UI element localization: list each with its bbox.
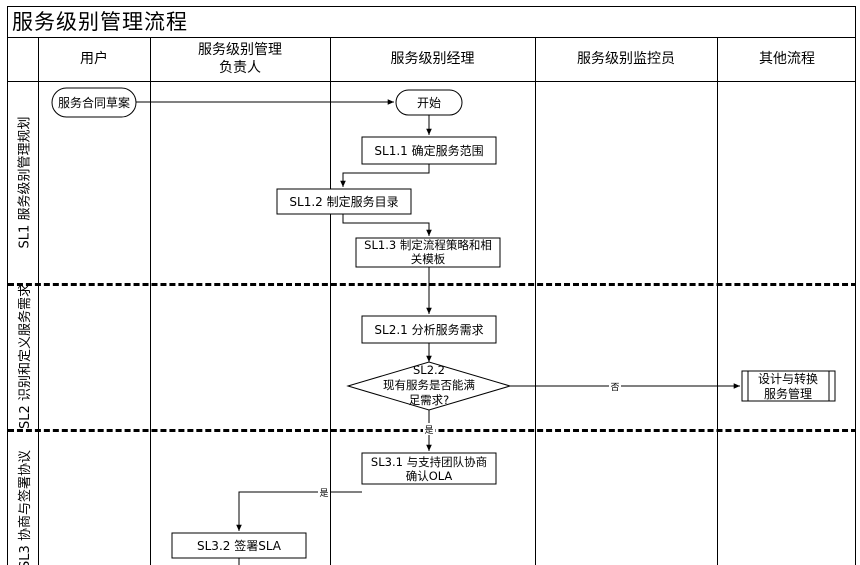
lane-divider-owner-manager xyxy=(330,37,331,565)
node-sl1-1: SL1.1 确定服务范围 xyxy=(361,136,497,165)
node-sl1-2: SL1.2 制定服务目录 xyxy=(276,188,412,215)
node-start: 开始 xyxy=(395,89,463,116)
svg-text:SL3.2 签署SLA: SL3.2 签署SLA xyxy=(197,538,282,553)
diagram-frame: 服务级别管理流程 用户 服务级别管理负责人 服务级别经理 服务级别监控员 其他流… xyxy=(7,6,856,565)
svg-text:SL1.3 制定流程策略和相: SL1.3 制定流程策略和相 xyxy=(364,238,492,252)
lane-header-user: 用户 xyxy=(80,51,108,67)
node-design-transition-subprocess: 设计与转换 服务管理 xyxy=(741,370,836,402)
edge-label-no: 否 xyxy=(610,382,619,393)
node-sl1-3: SL1.3 制定流程策略和相 关模板 xyxy=(355,237,501,268)
phase-column-divider xyxy=(38,37,39,565)
svg-text:现有服务是否能满: 现有服务是否能满 xyxy=(383,378,475,392)
svg-text:SL1.2 制定服务目录: SL1.2 制定服务目录 xyxy=(289,194,398,209)
node-sl3-2: SL3.2 签署SLA xyxy=(171,532,307,559)
lane-header-other: 其他流程 xyxy=(759,51,815,67)
svg-text:开始: 开始 xyxy=(417,96,441,110)
node-contract-draft: 服务合同草案 xyxy=(51,87,137,118)
header-divider xyxy=(8,81,855,82)
lane-header-manager: 服务级别经理 xyxy=(390,51,475,67)
svg-text:SL1.1 确定服务范围: SL1.1 确定服务范围 xyxy=(374,143,483,158)
node-sl2-1: SL2.1 分析服务需求 xyxy=(361,315,497,344)
svg-text:SL3.1 与支持团队协商: SL3.1 与支持团队协商 xyxy=(371,455,487,469)
edge-label-yes-left: 是 xyxy=(319,488,328,499)
phase-separator-1 xyxy=(8,283,855,286)
lane-header-owner: 服务级别管理负责人 xyxy=(198,42,282,76)
svg-text:SL2.2: SL2.2 xyxy=(413,363,445,377)
edge-sl3-1-to-sl3-2 xyxy=(236,491,362,531)
lane-divider-manager-monitor xyxy=(535,37,536,565)
svg-text:足需求?: 足需求? xyxy=(409,393,450,407)
lane-header-monitor: 服务级别监控员 xyxy=(577,51,675,67)
diagram-title: 服务级别管理流程 xyxy=(12,10,188,34)
svg-text:服务管理: 服务管理 xyxy=(764,386,812,401)
lane-divider-user-owner xyxy=(150,37,151,565)
svg-text:设计与转换: 设计与转换 xyxy=(758,371,818,386)
flowchart-canvas: 否 是 是 服务合同草案 开始 SL1.1 确定服务范围 SL1.2 制定服务目… xyxy=(51,87,836,565)
title-divider xyxy=(8,37,855,38)
svg-text:服务合同草案: 服务合同草案 xyxy=(58,95,130,110)
edge-sl1-1-to-sl1-2 xyxy=(340,164,430,187)
node-sl3-1: SL3.1 与支持团队协商 确认OLA xyxy=(361,452,497,485)
svg-text:确认OLA: 确认OLA xyxy=(406,469,453,483)
lane-divider-monitor-other xyxy=(717,37,718,565)
svg-text:关模板: 关模板 xyxy=(411,252,446,266)
edge-label-yes-down: 是 xyxy=(424,425,433,436)
edge-sl1-2-to-sl1-3 xyxy=(342,214,432,236)
svg-text:SL2.1 分析服务需求: SL2.1 分析服务需求 xyxy=(374,322,483,337)
node-sl2-2-decision: SL2.2 现有服务是否能满 足需求? xyxy=(346,361,512,411)
